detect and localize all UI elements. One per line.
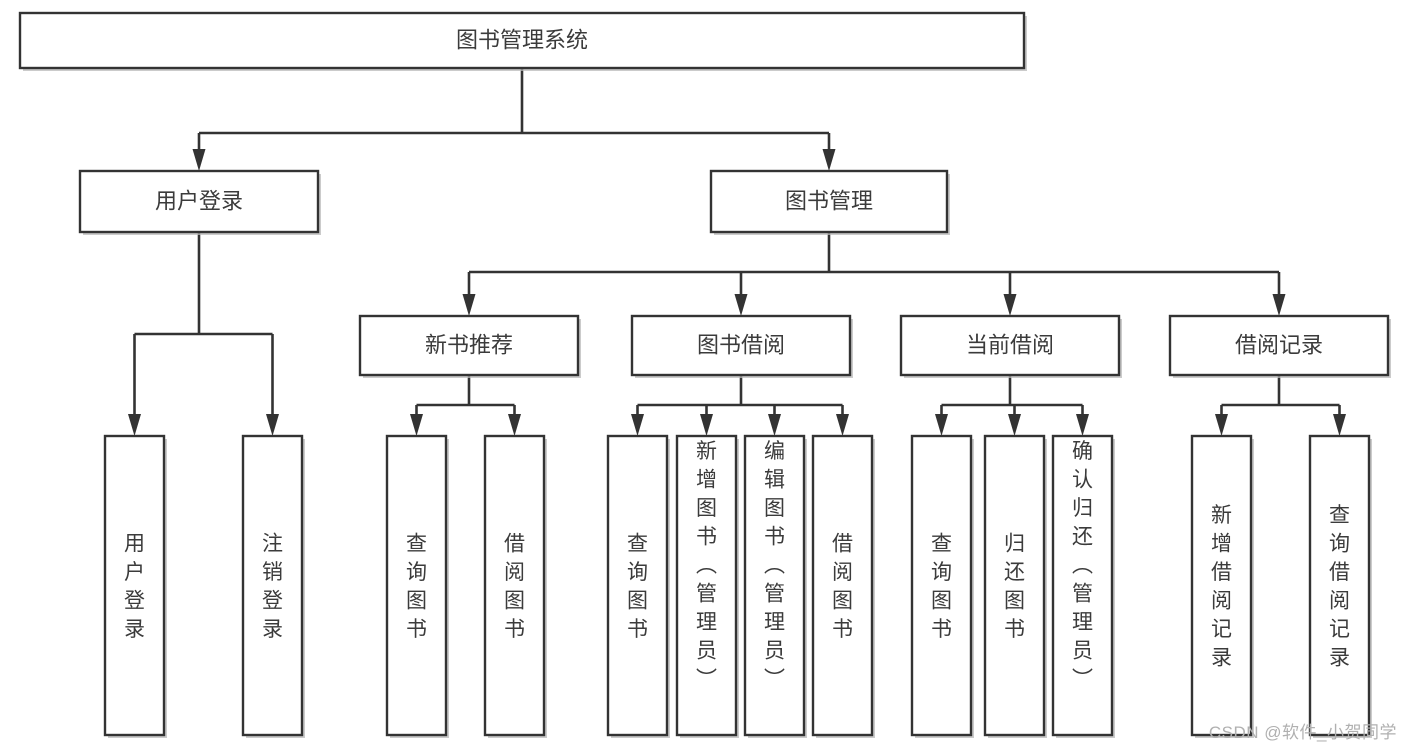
node-box-borrow-record (1168, 314, 1390, 377)
node-label-leaf-return-book: 归还图书 (1004, 533, 1025, 642)
node-box-leaf-logout (241, 434, 304, 737)
node-label-leaf-add-book: 新增图书︵管理员︶ (696, 440, 717, 691)
node-label-borrow-record: 借阅记录 (1235, 332, 1323, 357)
node-label-leaf-query-book-rec: 查询图书 (406, 533, 427, 642)
node-label-leaf-query-record: 查询借阅记录 (1329, 504, 1350, 670)
node-box-leaf-query-book-cur (910, 434, 973, 737)
node-label-leaf-borrow-book: 借阅图书 (832, 533, 853, 642)
node-label-leaf-logout: 注销登录 (262, 533, 283, 642)
node-label-leaf-query-book-cur: 查询图书 (931, 533, 952, 642)
node-box-leaf-query-book-rec (385, 434, 448, 737)
node-box-leaf-edit-book (743, 434, 806, 737)
node-box-leaf-borrow-book-rec (483, 434, 546, 737)
node-label-leaf-confirm-return: 确认归还︵管理员︶ (1072, 440, 1093, 691)
node-box-new-book-recommend (358, 314, 580, 377)
node-label-book-manage: 图书管理 (785, 188, 873, 213)
node-box-leaf-user-login (103, 434, 166, 737)
node-label-current-borrow: 当前借阅 (966, 332, 1054, 357)
node-label-leaf-query-book-borrow: 查询图书 (627, 533, 648, 642)
node-label-root: 图书管理系统 (456, 27, 588, 52)
node-label-leaf-edit-book: 编辑图书︵管理员︶ (764, 440, 785, 691)
node-label-user-login: 用户登录 (155, 188, 243, 213)
node-label-new-book-recommend: 新书推荐 (425, 332, 513, 357)
node-box-book-manage (709, 169, 949, 234)
node-box-current-borrow (899, 314, 1121, 377)
node-box-leaf-borrow-book (811, 434, 874, 737)
node-box-book-borrow (630, 314, 852, 377)
node-box-leaf-add-book (675, 434, 738, 737)
node-box-root (18, 11, 1026, 70)
node-label-book-borrow: 图书借阅 (697, 332, 785, 357)
node-box-user-login (78, 169, 320, 234)
node-box-leaf-confirm-return (1051, 434, 1114, 737)
node-label-leaf-user-login: 用户登录 (124, 533, 145, 642)
node-box-leaf-return-book (983, 434, 1046, 737)
node-label-leaf-borrow-book-rec: 借阅图书 (504, 533, 525, 642)
node-label-leaf-add-record: 新增借阅记录 (1211, 504, 1232, 670)
node-box-leaf-query-book-borrow (606, 434, 669, 737)
node-box-leaf-query-record (1308, 434, 1371, 737)
node-box-leaf-add-record (1190, 434, 1253, 737)
